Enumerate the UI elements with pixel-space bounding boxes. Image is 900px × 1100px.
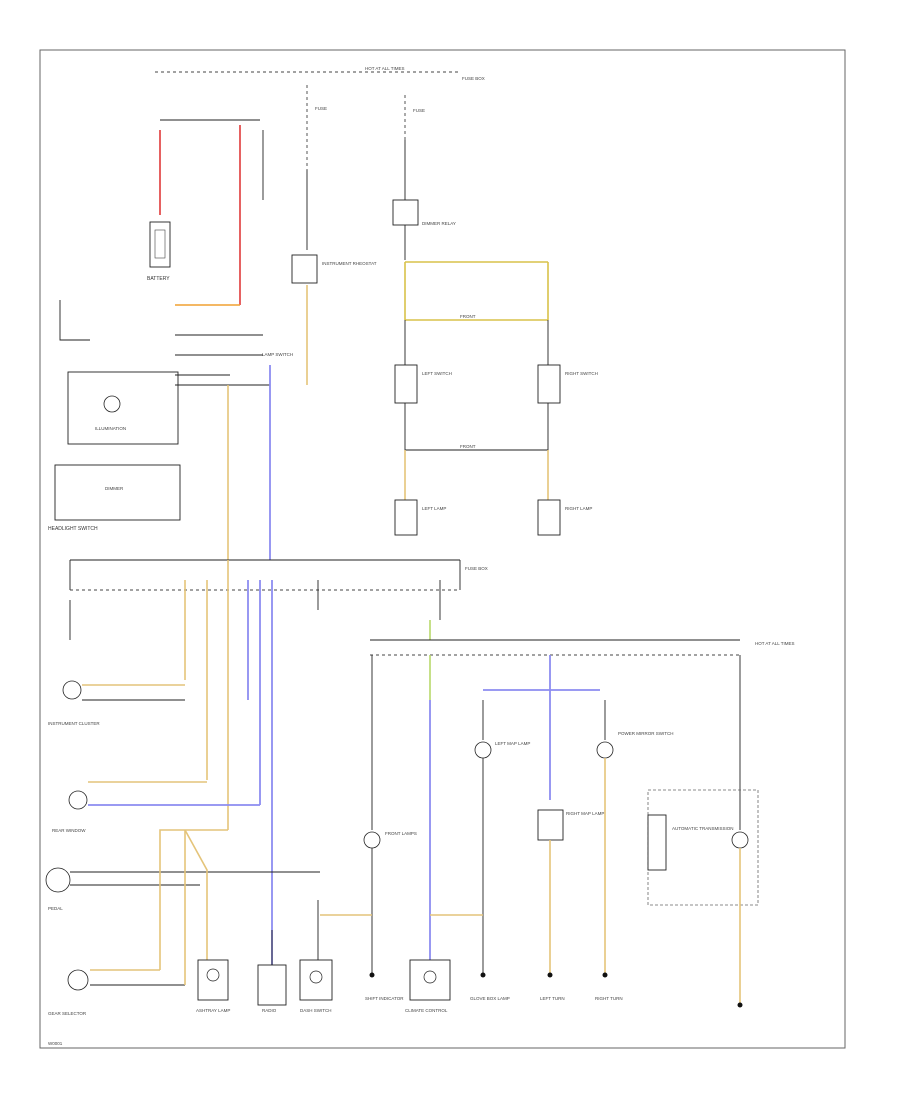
right-lamp-label: RIGHT LAMP <box>565 506 592 511</box>
lamp-switch-label: LAMP SWITCH <box>262 352 293 357</box>
front-left-label: FRONT <box>460 314 476 319</box>
left-switch <box>394 364 418 404</box>
left-switch-label: LEFT SWITCH <box>422 371 452 376</box>
fuse-top-label: FUSE <box>315 106 327 111</box>
front-lamps-bulb <box>363 831 381 849</box>
front-right-label: FRONT <box>460 444 476 449</box>
ashtray-lamp-label: ASHTRAY LAMP <box>196 1008 230 1013</box>
instrument-cluster-label: INSTRUMENT CLUSTER <box>48 721 100 726</box>
climate-control <box>409 959 451 1001</box>
climate-label: CLIMATE CONTROL <box>405 1008 448 1013</box>
fuse-box-top-label: FUSE BOX <box>462 76 485 81</box>
dimmer-label: DIMMER <box>105 486 124 491</box>
gear-selector-label: GEAR SELECTOR <box>48 1011 87 1016</box>
power-mirror-bulb <box>596 741 614 759</box>
right-map-label: RIGHT MAP LAMP <box>566 811 604 816</box>
ashtray-lamp <box>197 959 229 1001</box>
dash-switch <box>299 959 333 1001</box>
left-map-bulb <box>474 741 492 759</box>
fuse-box-b-label: FUSE BOX <box>465 566 488 571</box>
relay-label: DIMMER RELAY <box>422 221 456 226</box>
right-turn-label: RIGHT TURN <box>595 996 623 1001</box>
lamp-cluster-3 <box>45 867 71 893</box>
radio-label: RADIO <box>262 1008 277 1013</box>
diagram-frame <box>39 49 846 1049</box>
left-map-label: LEFT MAP LAMP <box>495 741 530 746</box>
power-mirror-label: POWER MIRROR SWITCH <box>618 731 674 736</box>
rear-window-label: REAR WINDOW <box>52 828 86 833</box>
footer-code: W0001 <box>48 1041 63 1046</box>
right-switch <box>537 364 561 404</box>
shift-indicator-label: SHIFT INDICATOR <box>365 996 404 1001</box>
illumination-label: ILLUMINATION <box>95 426 126 431</box>
left-lamp <box>394 499 418 536</box>
radio <box>257 964 287 1006</box>
left-turn-label: LEFT TURN <box>540 996 565 1001</box>
hot-at-all-times-label: HOT AT ALL TIMES <box>365 66 405 71</box>
relay-box <box>392 199 419 226</box>
fuse-b-label: FUSE <box>413 108 425 113</box>
right-map <box>537 809 564 841</box>
right-switch-label: RIGHT SWITCH <box>565 371 598 376</box>
dash-switch-label: DASH SWITCH <box>300 1008 332 1013</box>
lamp-cluster-1 <box>62 680 82 700</box>
headlight-switch-label: HEADLIGHT SWITCH <box>48 526 98 532</box>
battery-label: BATTERY <box>147 276 170 282</box>
lamp-cluster-2 <box>68 790 88 810</box>
rheostat <box>291 254 318 284</box>
right-lamp <box>537 499 561 536</box>
left-lamp-label: LEFT LAMP <box>422 506 446 511</box>
hot-at-all-times-b-label: HOT AT ALL TIMES <box>755 641 795 646</box>
rheostat-label: INSTRUMENT RHEOSTAT <box>322 261 377 266</box>
pedal-label: PEDAL <box>48 906 63 911</box>
glove-box-label: GLOVE BOX LAMP <box>470 996 510 1001</box>
headlight-switch <box>67 371 179 445</box>
front-lamps-label: FRONT LAMPS <box>385 831 417 836</box>
lamp-cluster-4 <box>67 969 89 991</box>
battery <box>149 221 171 268</box>
auto-trans-label: AUTOMATIC TRANSMISSION <box>672 826 734 831</box>
